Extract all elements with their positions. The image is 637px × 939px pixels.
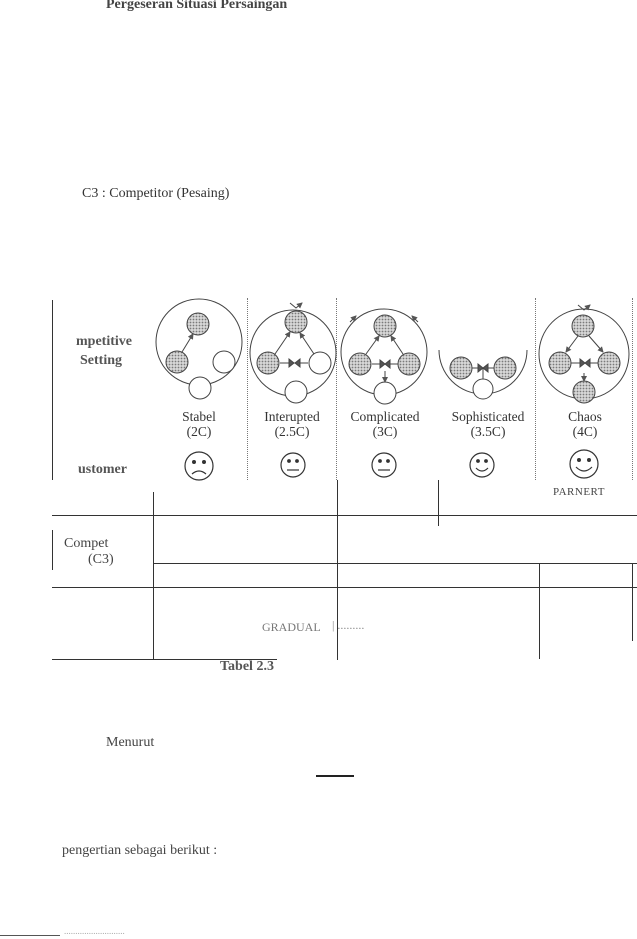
column-code: (2C) bbox=[186, 424, 212, 439]
table-caption: Tabel 2.3 bbox=[220, 659, 274, 674]
menurut-text: Menurut bbox=[106, 735, 155, 750]
competitor-label: Compet bbox=[64, 536, 109, 551]
section-heading: Pergeseran Situasi Persaingan bbox=[106, 0, 288, 12]
column-sophisticated: Sophisticated (3.5C) bbox=[438, 409, 538, 439]
competitive-setting-label: mpetitive bbox=[76, 334, 132, 349]
bottom-row-fragment: | ......... bbox=[332, 618, 365, 632]
column-chaos: Chaos (4C) bbox=[542, 409, 628, 439]
c3-competitor-line: C3 : Competitor (Pesaing) bbox=[82, 186, 230, 201]
column-name: Chaos bbox=[568, 409, 602, 424]
column-complicated: Complicated (3C) bbox=[339, 409, 431, 439]
footer-rule bbox=[0, 935, 60, 936]
column-code: (2.5C) bbox=[274, 424, 310, 439]
smile-face-icon bbox=[569, 449, 599, 479]
column-interupted: Interupted (2.5C) bbox=[250, 409, 334, 439]
diagram-sophisticated bbox=[438, 349, 528, 400]
column-stabel: Stabel (2C) bbox=[169, 409, 229, 439]
column-code: (3C) bbox=[372, 424, 398, 439]
diagram-chaos bbox=[538, 304, 630, 404]
underline-mark bbox=[316, 775, 354, 777]
neutral-face-icon bbox=[371, 452, 397, 478]
footer-fragment: ........................... bbox=[64, 926, 125, 936]
diagram-complicated bbox=[340, 308, 428, 405]
smile-face-icon bbox=[469, 452, 495, 478]
column-name: Sophisticated bbox=[451, 409, 525, 424]
gradual-text: GRADUAL bbox=[262, 620, 321, 634]
sad-face-icon bbox=[184, 451, 214, 481]
neutral-face-icon bbox=[280, 452, 306, 478]
customer-label: ustomer bbox=[78, 462, 127, 477]
column-name: Stabel bbox=[182, 409, 216, 424]
column-name: Complicated bbox=[350, 409, 420, 424]
column-name: Interupted bbox=[264, 409, 320, 424]
diagram-interupted bbox=[249, 302, 337, 404]
column-code: (3.5C) bbox=[470, 424, 506, 439]
column-code: (4C) bbox=[572, 424, 598, 439]
competitor-label-2: (C3) bbox=[88, 552, 114, 567]
pengertian-text: pengertian sebagai berikut : bbox=[62, 843, 218, 858]
competitive-setting-label-2: Setting bbox=[80, 353, 122, 368]
diagram-stabel bbox=[155, 298, 243, 400]
parnert-label: PARNERT bbox=[553, 486, 605, 498]
